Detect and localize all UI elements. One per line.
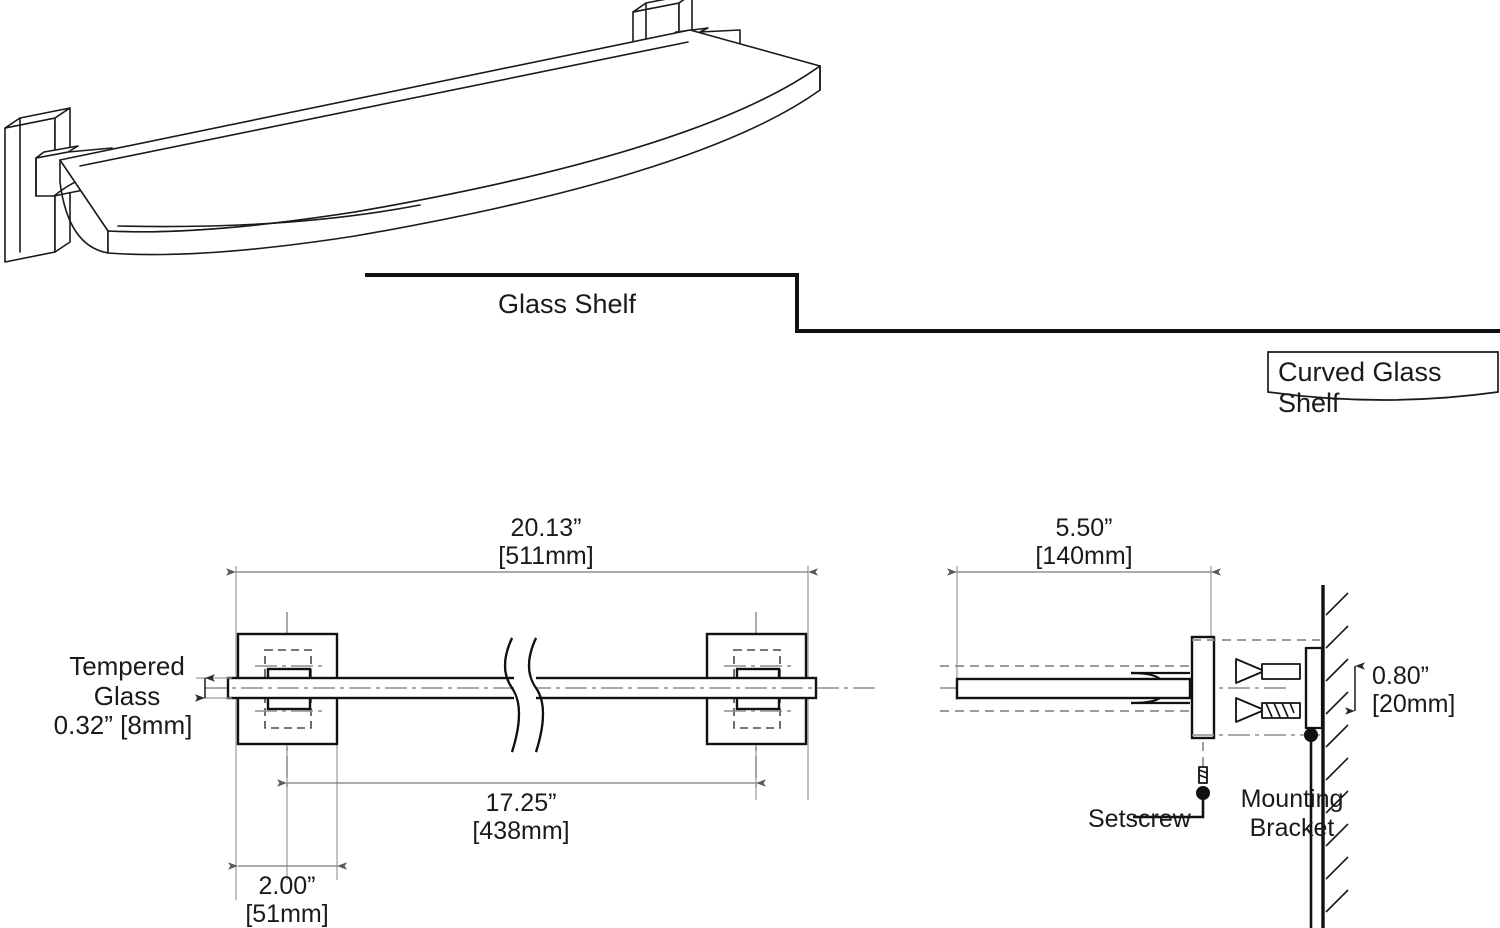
mounting-bracket-annotation: Mounting Bracket xyxy=(1240,785,1344,842)
tempered-glass-panel-section xyxy=(205,637,880,753)
mounting-bracket-callout xyxy=(1304,728,1318,928)
glass-shelf-leader-line xyxy=(365,273,1500,333)
left-bracket-section xyxy=(236,612,339,790)
dimension-label-overall-width: 20.13” [511mm] xyxy=(498,514,594,570)
mounting-plate xyxy=(1190,635,1216,740)
side-section-assembly xyxy=(940,585,1365,928)
dimension-label-bracket-width: 2.00” [51mm] xyxy=(245,872,329,928)
curved-glass-shelf-label: Curved Glass Shelf xyxy=(1278,357,1442,418)
dimension-label-projection: 5.50” [140mm] xyxy=(1035,514,1133,570)
right-bracket-section xyxy=(705,612,808,790)
screw-upper xyxy=(1235,658,1301,684)
curved-glass-shelf-callout-box xyxy=(1267,351,1499,401)
dimension-label-bracket-spacing: 17.25” [438mm] xyxy=(472,789,570,845)
dimension-label-bracket-height: 0.80” [20mm] xyxy=(1372,662,1456,718)
glass-thickness-indicator xyxy=(195,674,232,702)
tempered-glass-annotation: Tempered Glass 0.32” [8mm] xyxy=(53,651,193,741)
glass-shelf-slab-iso xyxy=(59,29,821,256)
setscrew-annotation: Setscrew xyxy=(1088,805,1191,833)
glass-slab-side xyxy=(955,677,1192,700)
screw-lower xyxy=(1235,697,1301,723)
setscrew-callout xyxy=(1133,742,1210,819)
glass-shelf-label: Glass Shelf xyxy=(498,289,637,319)
shelf-isometric-assembly xyxy=(4,0,821,263)
wall-hatching xyxy=(1325,592,1349,913)
